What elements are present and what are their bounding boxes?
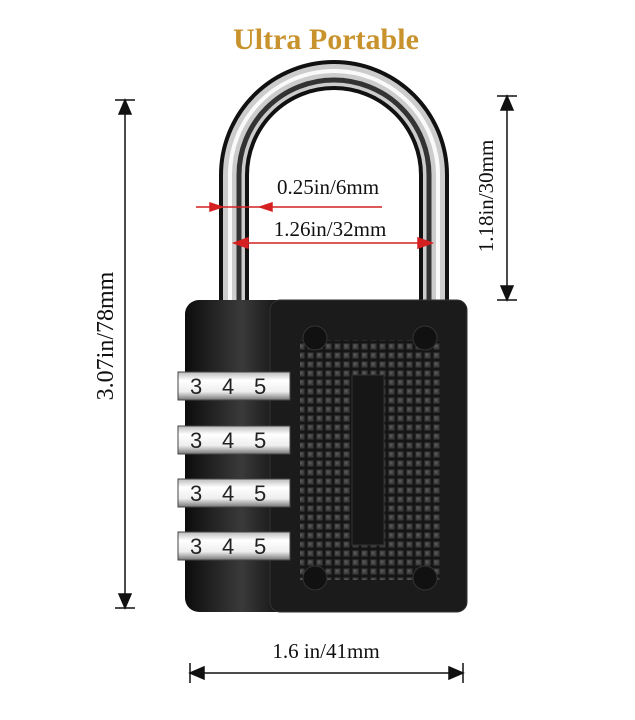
dial-digit: 3	[190, 374, 202, 399]
shackle-thickness-label: 0.25in/6mm	[277, 175, 379, 199]
lock-body	[185, 299, 468, 613]
body-width-label: 1.6 in/41mm	[272, 639, 379, 663]
dial-digit: 4	[222, 534, 234, 559]
height-dimension	[115, 98, 135, 610]
combination-dials: 3 4 5 3 4 5 3 4 5 3 4 5	[177, 371, 291, 561]
dial-digit: 4	[222, 481, 234, 506]
shackle-width-dimension	[231, 236, 435, 250]
dial-1[interactable]: 3 4 5	[177, 371, 291, 401]
body-width-dimension	[188, 663, 465, 683]
dial-4[interactable]: 3 4 5	[177, 531, 291, 561]
dial-digit: 3	[190, 534, 202, 559]
shackle-width-label: 1.26in/32mm	[274, 217, 387, 241]
dial-digit: 5	[254, 534, 266, 559]
dial-digit: 4	[222, 428, 234, 453]
dial-3[interactable]: 3 4 5	[177, 478, 291, 508]
shackle-height-label: 1.18in/30mm	[474, 140, 498, 253]
dial-digit: 4	[222, 374, 234, 399]
dial-digit: 5	[254, 428, 266, 453]
dial-digit: 5	[254, 481, 266, 506]
shackle	[219, 60, 449, 305]
dial-digit: 3	[190, 428, 202, 453]
dial-digit: 5	[254, 374, 266, 399]
shackle-height-dimension	[497, 94, 517, 302]
title: Ultra Portable	[233, 23, 419, 56]
dial-2[interactable]: 3 4 5	[177, 425, 291, 455]
height-label: 3.07in/78mm	[93, 271, 119, 400]
shackle-thickness-dimension	[196, 201, 382, 213]
dial-digit: 3	[190, 481, 202, 506]
